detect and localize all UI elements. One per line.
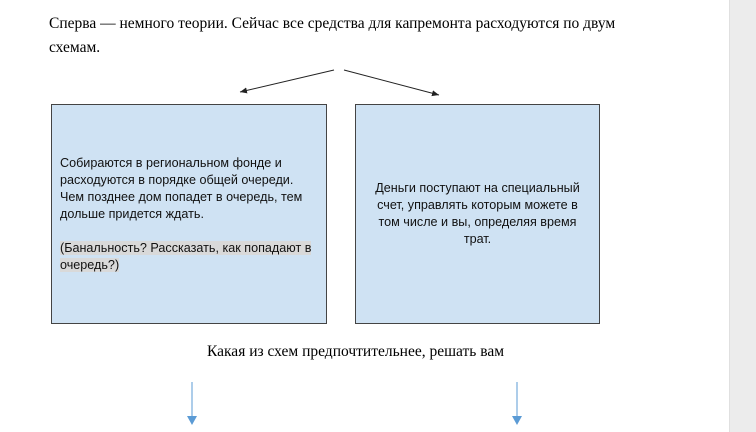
- scheme-regional-fund-box: Собираются в региональном фонде и расход…: [51, 104, 327, 324]
- arrow-left: [239, 69, 335, 94]
- scheme-special-account-box: Деньги поступают на специальный счет, уп…: [355, 104, 600, 324]
- scrollbar-track[interactable]: [729, 0, 756, 432]
- scheme-right-text: Деньги поступают на специальный счет, уп…: [375, 181, 580, 246]
- scheme-left-comment: (Банальность? Рассказать, как попадают в…: [60, 240, 312, 272]
- blue-arrow-right: [512, 382, 522, 425]
- diagram-arrows: [187, 69, 522, 425]
- conclusion-text: Какая из схем предпочтительнее, решать в…: [207, 343, 505, 360]
- blue-arrow-left: [187, 382, 197, 425]
- scheme-left-text: Собираются в региональном фонде и расход…: [60, 155, 303, 221]
- arrow-right: [343, 69, 440, 97]
- document-page: Сперва — немного теории. Сейчас все сред…: [49, 15, 616, 425]
- intro-paragraph: Сперва — немного теории. Сейчас все сред…: [49, 15, 616, 56]
